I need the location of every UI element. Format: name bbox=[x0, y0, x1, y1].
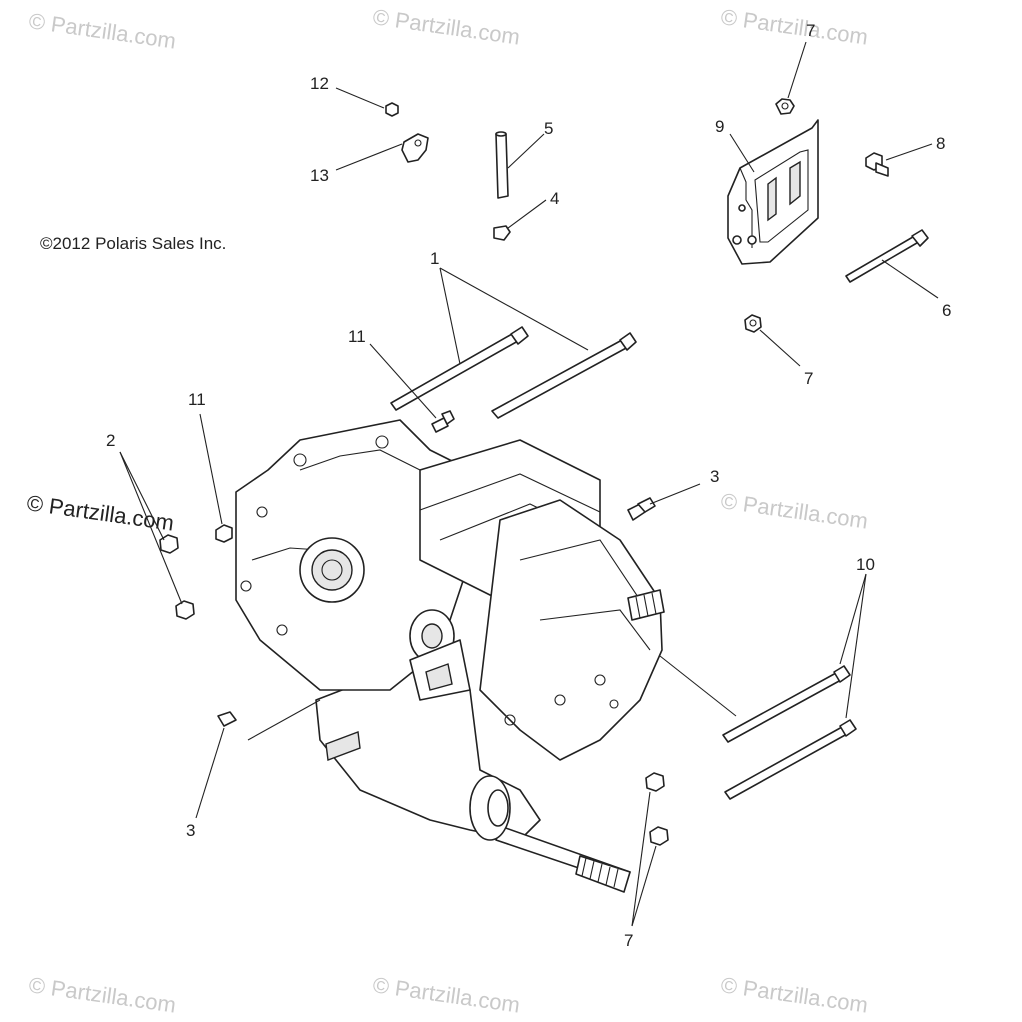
callout-8: 8 bbox=[936, 134, 945, 153]
clamp-part-13 bbox=[401, 133, 429, 163]
nuts-part-2 bbox=[159, 534, 195, 620]
callout-10: 10 bbox=[856, 555, 875, 574]
bolt-part-6 bbox=[845, 229, 929, 283]
callouts: 12 13 5 4 7 9 8 6 7 1 11 11 2 3 3 10 7 bbox=[106, 21, 951, 950]
bolts-part-10 bbox=[722, 665, 857, 800]
callout-12: 12 bbox=[310, 74, 329, 93]
watermark-top-right: © Partzilla.com bbox=[719, 4, 869, 49]
callout-4: 4 bbox=[550, 189, 559, 208]
bolt-part-11-upper bbox=[431, 410, 455, 433]
watermark-mid-left: © Partzilla.com bbox=[25, 490, 175, 535]
bracket-part-9 bbox=[727, 119, 819, 265]
watermark-top-left: © Partzilla.com bbox=[27, 8, 177, 53]
copyright-notice: ©2012 Polaris Sales Inc. bbox=[40, 234, 226, 253]
callout-7-bottom: 7 bbox=[624, 931, 633, 950]
callout-3-left: 3 bbox=[186, 821, 195, 840]
watermark-bottom-right: © Partzilla.com bbox=[719, 972, 869, 1017]
callout-11-upper: 11 bbox=[348, 327, 366, 346]
watermark-mid-right: © Partzilla.com bbox=[719, 488, 869, 533]
bolts-part-1 bbox=[390, 326, 637, 419]
watermark-bottom-center: © Partzilla.com bbox=[371, 972, 521, 1017]
callout-3-right: 3 bbox=[710, 467, 719, 486]
callout-1: 1 bbox=[430, 249, 439, 268]
callout-2: 2 bbox=[106, 431, 115, 450]
bolt-part-12 bbox=[385, 102, 399, 117]
nut-part-7-top bbox=[775, 98, 795, 115]
bolt-part-8 bbox=[865, 152, 889, 177]
callout-11-left: 11 bbox=[188, 390, 206, 409]
watermark-bottom-left: © Partzilla.com bbox=[27, 972, 177, 1017]
callout-7-mid: 7 bbox=[804, 369, 813, 388]
nuts-part-7-bottom bbox=[645, 772, 669, 846]
clip-part-4 bbox=[493, 225, 511, 241]
watermark-top-center: © Partzilla.com bbox=[371, 4, 521, 49]
bolt-part-3-left bbox=[217, 711, 237, 727]
transmission-assembly bbox=[235, 419, 665, 893]
nut-part-7-mid bbox=[744, 314, 762, 333]
bolt-part-11-left bbox=[215, 524, 233, 543]
pin-part-5 bbox=[495, 131, 509, 199]
callout-5: 5 bbox=[544, 119, 553, 138]
leader-lines bbox=[119, 41, 939, 927]
callout-7-top: 7 bbox=[806, 21, 815, 40]
callout-9: 9 bbox=[715, 117, 724, 136]
bolt-part-3-right bbox=[627, 497, 656, 521]
callout-13: 13 bbox=[310, 166, 329, 185]
callout-6: 6 bbox=[942, 301, 951, 320]
